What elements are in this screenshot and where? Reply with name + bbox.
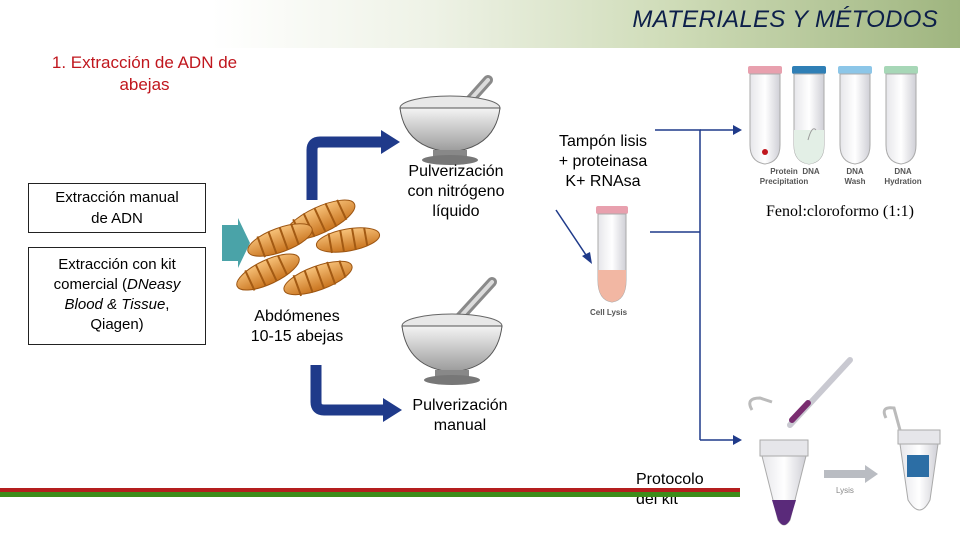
nitrogen-label-line1: Pulverización bbox=[408, 163, 504, 180]
lysis-step-label: Lysis bbox=[836, 486, 854, 495]
manual-label-line2: manual bbox=[433, 417, 487, 434]
cell-lysis-tube-image bbox=[596, 206, 628, 303]
section-title: 1. Extracción de ADN de abejas bbox=[22, 52, 267, 96]
kit-extraction-box: Extracción con kit comercial (DNeasy Blo… bbox=[28, 247, 206, 345]
spin-column-image bbox=[748, 357, 941, 526]
nitrogen-label-line2: con nitrógeno bbox=[407, 183, 505, 200]
bottom-divider-green bbox=[0, 492, 740, 497]
slide-title: MATERIALES Y MÉTODOS bbox=[632, 6, 938, 33]
lysis-label-line2: + proteinasa bbox=[558, 153, 648, 170]
bee-abdomens-image bbox=[236, 199, 381, 297]
cell-lysis-tube-label: Cell Lysis bbox=[590, 308, 628, 317]
kit-name-blood-tissue: Blood & Tissue bbox=[64, 296, 166, 313]
kit-extraction-line1: Extracción con kit bbox=[58, 256, 176, 273]
manual-pulverization-label: Pulverización manual bbox=[398, 396, 522, 436]
kit-extraction-line3-suffix: , bbox=[165, 296, 170, 313]
teal-arrow bbox=[222, 218, 250, 268]
kit-extraction-line2-prefix: comercial ( bbox=[53, 276, 127, 293]
dna-wash-line2: Wash bbox=[844, 177, 866, 186]
protein-line2: Precipitation bbox=[759, 177, 809, 186]
section-title-line2: abejas bbox=[119, 75, 170, 94]
manual-label-line1: Pulverización bbox=[412, 397, 508, 414]
header-band bbox=[0, 0, 960, 48]
kit-protocol-line1: Protocolo bbox=[636, 471, 704, 488]
lysis-label-line3: K+ RNAsa bbox=[565, 173, 641, 190]
kit-name-dneasy: DNeasy bbox=[127, 276, 181, 293]
tube-label-protein-precipitation: Protein Precipitation bbox=[750, 167, 818, 187]
protein-line1: Protein bbox=[770, 167, 798, 176]
mortar-pestle-nitrogen-image bbox=[399, 75, 501, 165]
lysis-label-line1: Tampón lisis bbox=[558, 133, 648, 150]
tube-label-dna-hydration: DNA Hydration bbox=[880, 167, 926, 187]
mortar-pestle-manual-image bbox=[401, 277, 503, 385]
section-title-line1: 1. Extracción de ADN de bbox=[51, 53, 238, 72]
tube-label-dna-precipitation: DNA bbox=[802, 167, 820, 176]
manual-extraction-box: Extracción manual de ADN bbox=[28, 183, 206, 233]
kit-tubes-image bbox=[748, 66, 918, 165]
nitrogen-pulverization-label: Pulverización con nitrógeno líquido bbox=[396, 162, 516, 222]
bottom-divider-red bbox=[0, 488, 740, 492]
tube-label-dna-wash: DNA Wash bbox=[838, 167, 872, 187]
manual-extraction-line1: Extracción manual bbox=[55, 189, 179, 206]
nitrogen-label-line3: líquido bbox=[432, 203, 480, 220]
abdomens-label: Abdómenes 10-15 abejas bbox=[238, 307, 356, 347]
abdomens-line1: Abdómenes bbox=[254, 308, 340, 325]
dna-hydration-line2: Hydration bbox=[884, 177, 922, 186]
lysis-buffer-label: Tampón lisis + proteinasa K+ RNAsa bbox=[542, 132, 664, 192]
flow-lines bbox=[555, 125, 742, 445]
arrow-to-manual bbox=[310, 365, 402, 422]
kit-extraction-line4: Qiagen) bbox=[90, 316, 144, 333]
abdomens-line2: 10-15 abejas bbox=[250, 328, 344, 345]
manual-extraction-line2: de ADN bbox=[91, 210, 143, 227]
phenol-chloroform-label: Fenol:cloroformo (1:1) bbox=[766, 203, 914, 220]
dna-wash-line1: DNA bbox=[846, 167, 864, 176]
arrow-to-nitrogen bbox=[306, 130, 400, 200]
dna-hydration-line1: DNA bbox=[894, 167, 912, 176]
